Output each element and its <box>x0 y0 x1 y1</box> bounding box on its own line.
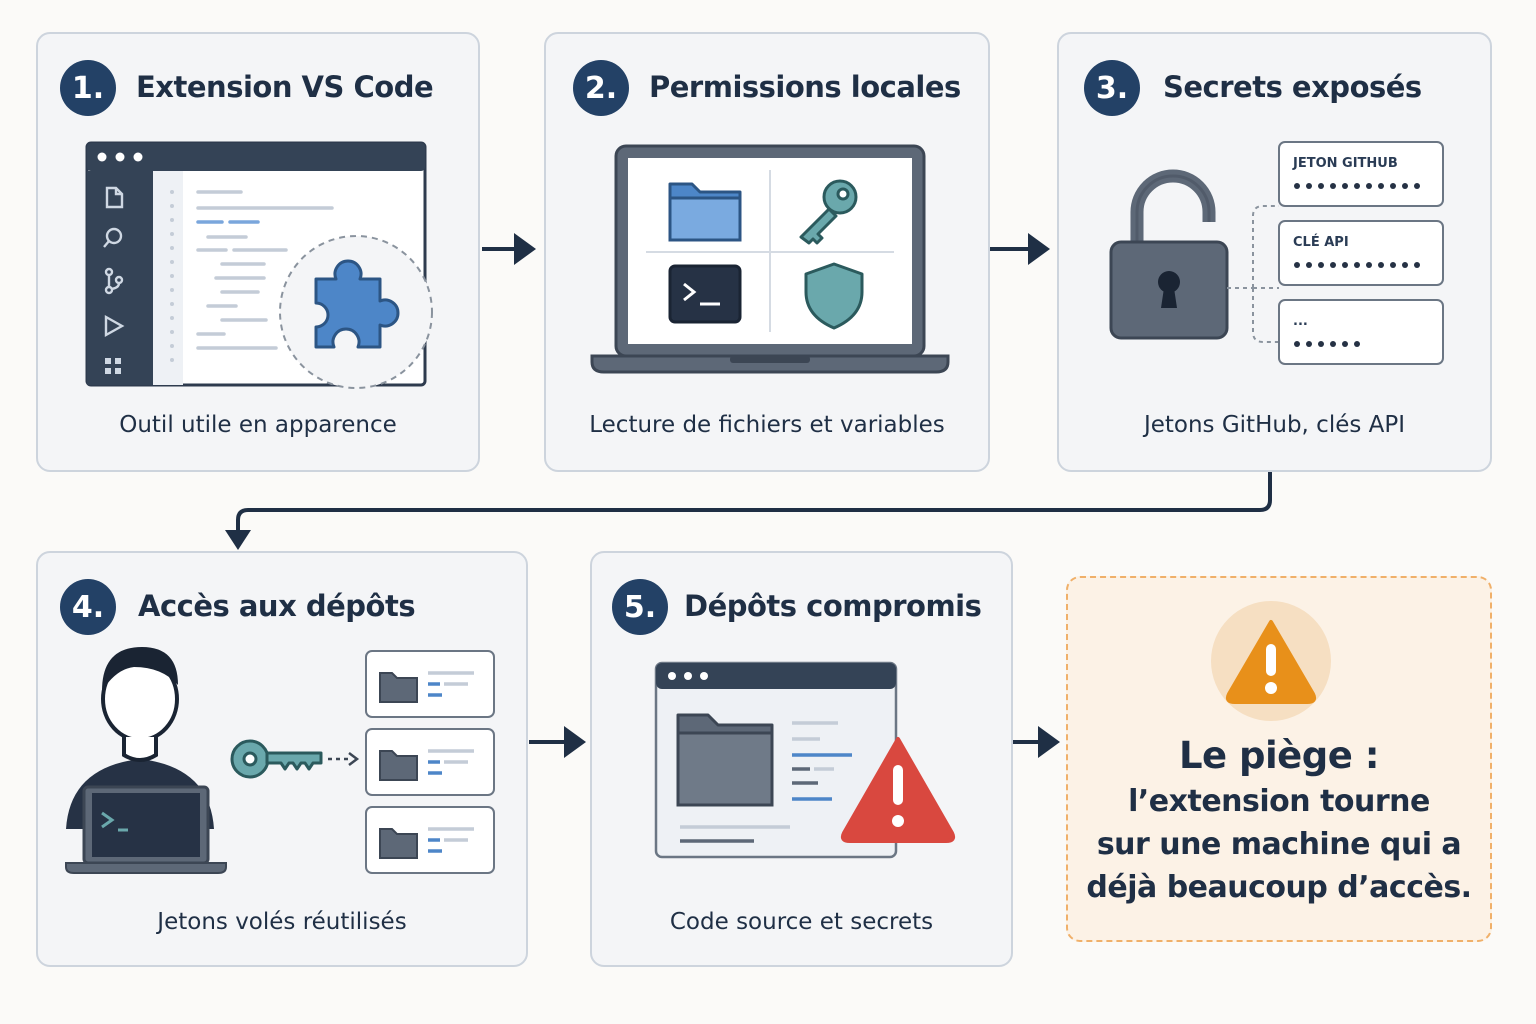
step-caption: Outil utile en apparence <box>119 412 397 438</box>
puzzle-icon <box>314 259 400 349</box>
vscode-window-illustration <box>85 141 433 389</box>
warning-line-1: l’extension tourne <box>1128 784 1430 819</box>
warning-line-2: sur une machine qui a <box>1096 827 1462 862</box>
repo-card-2 <box>365 728 495 796</box>
warning-callout: Le piège : l’extension tourne sur une ma… <box>1066 576 1492 942</box>
step-caption: Jetons volés réutilisés <box>157 909 407 935</box>
repo-access-illustration <box>65 647 495 874</box>
activity-bar-icons <box>103 186 125 338</box>
token-label: CLÉ API <box>1293 234 1349 250</box>
step-caption: Lecture de fichiers et variables <box>589 412 945 438</box>
masked-dots <box>1294 262 1420 268</box>
folder-icon <box>379 828 418 859</box>
step-card-1: 1. Extension VS Code <box>36 32 480 472</box>
arrow-1-to-2 <box>482 233 536 265</box>
step-title: Secrets exposés <box>1163 70 1422 104</box>
warning-line-3: déjà beaucoup d’accès. <box>1086 870 1472 905</box>
folder-icon <box>676 713 774 807</box>
step-title: Accès aux dépôts <box>138 589 416 623</box>
step-title: Permissions locales <box>649 70 961 104</box>
terminal-icon <box>668 264 742 324</box>
masked-dots <box>1294 341 1360 347</box>
key-icon <box>230 739 323 779</box>
masked-dots <box>1294 183 1420 189</box>
key-icon <box>799 179 858 245</box>
token-label: ... <box>1293 314 1308 329</box>
folder-icon <box>668 182 742 242</box>
step-number-badge: 4. <box>60 579 116 635</box>
token-label: JETON GITHUB <box>1292 156 1398 171</box>
step-card-5: 5. Dépôts compromis Code source et se <box>590 551 1013 967</box>
step-number-badge: 3. <box>1084 60 1140 116</box>
step-caption: Code source et secrets <box>669 909 934 935</box>
step-card-3: 3. Secrets exposés JETON GITHUB CLÉ API <box>1057 32 1492 472</box>
warning-icon <box>1211 601 1331 721</box>
step-title: Dépôts compromis <box>684 589 982 623</box>
laptop-terminal-icon <box>65 785 227 874</box>
step-number-badge: 1. <box>60 60 116 116</box>
token-card-other: ... <box>1278 299 1444 365</box>
token-card-github: JETON GITHUB <box>1278 141 1444 207</box>
repo-card-1 <box>365 650 495 718</box>
open-padlock-icon <box>1109 169 1229 340</box>
step-caption: Jetons GitHub, clés API <box>1143 412 1406 438</box>
arrow-4-to-5 <box>529 726 586 758</box>
laptop-illustration <box>590 144 950 374</box>
warning-icon <box>840 737 956 843</box>
folder-icon <box>379 750 418 781</box>
shield-icon <box>804 262 864 330</box>
compromised-repo-illustration <box>654 661 956 859</box>
step-card-2: 2. Permissions locales Lecture de fichie… <box>544 32 990 472</box>
step-title: Extension VS Code <box>136 70 434 104</box>
repo-card-3 <box>365 806 495 874</box>
warning-title: Le piège : <box>1178 734 1380 777</box>
exposed-secrets-illustration: JETON GITHUB CLÉ API ... <box>1109 141 1444 365</box>
step-number-badge: 5. <box>612 579 668 635</box>
step-number-badge: 2. <box>573 60 629 116</box>
arrow-5-to-warning <box>1013 726 1060 758</box>
token-card-api-key: CLÉ API <box>1278 220 1444 286</box>
folder-icon <box>379 672 418 703</box>
step-card-4: 4. Accès aux dépôts <box>36 551 528 967</box>
arrow-3-to-4 <box>225 472 1272 550</box>
arrow-2-to-3 <box>990 233 1050 265</box>
